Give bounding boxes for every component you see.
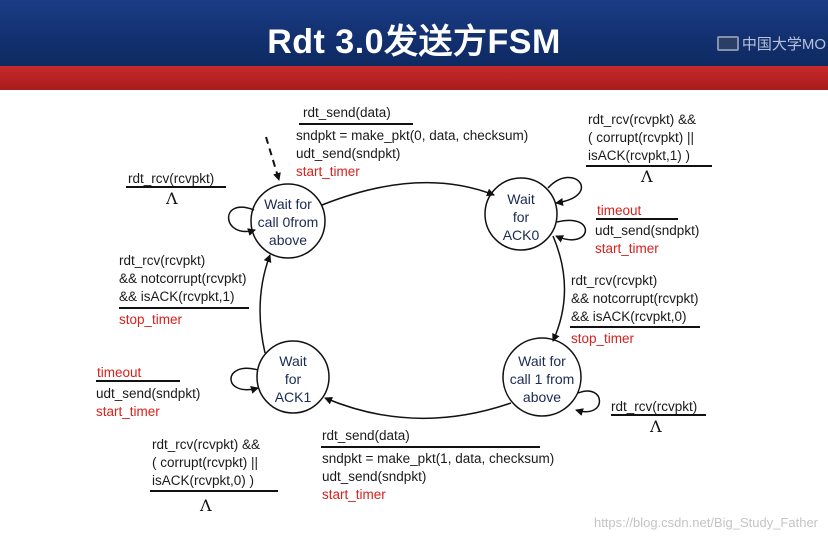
state-wait-ack0-line: for bbox=[512, 209, 530, 225]
state-wait-ack0: Wait for ACK0 bbox=[486, 190, 556, 244]
lambda-a1-corrupt: Λ bbox=[200, 496, 212, 515]
event-c0-self: rdt_rcv(rcvpkt) bbox=[128, 171, 215, 186]
event-a0-to-c1: && isACK(rcvpkt,0) bbox=[571, 309, 687, 324]
timer-c0-to-a0: start_timer bbox=[296, 164, 360, 179]
state-wait-call1-line: call 1 from bbox=[509, 371, 575, 387]
arrow-c0-to-a0 bbox=[321, 181, 495, 206]
state-wait-ack1-line: Wait bbox=[279, 353, 307, 369]
event-a0-corrupt: rdt_rcv(rcvpkt) && bbox=[588, 112, 697, 127]
state-wait-call0-line: above bbox=[268, 232, 308, 248]
event-c1-self: rdt_rcv(rcvpkt) bbox=[611, 399, 698, 414]
title-bar bbox=[0, 0, 828, 66]
initial-arrow bbox=[265, 136, 281, 181]
watermark: https://blog.csdn.net/Big_Study_Father bbox=[593, 515, 818, 530]
action-c1-to-a1: udt_send(sndpkt) bbox=[322, 469, 427, 484]
loop-c0-self bbox=[227, 206, 256, 236]
action-c1-to-a1: sndpkt = make_pkt(1, data, checksum) bbox=[322, 451, 555, 466]
arrow-a0-to-c1 bbox=[552, 235, 566, 342]
event-a1-corrupt: rdt_rcv(rcvpkt) && bbox=[152, 437, 261, 452]
action-a1-timeout: udt_send(sndpkt) bbox=[96, 386, 201, 401]
timer-a1-to-c0: stop_timer bbox=[119, 312, 183, 327]
state-wait-ack1: Wait for ACK1 bbox=[258, 352, 328, 406]
event-a1-to-c0: && notcorrupt(rcvpkt) bbox=[119, 271, 247, 286]
state-wait-call1-line: above bbox=[522, 389, 562, 405]
state-wait-ack0-circle bbox=[484, 177, 558, 251]
state-wait-call0-circle bbox=[250, 183, 326, 259]
event-a1-to-c0: rdt_rcv(rcvpkt) bbox=[119, 253, 206, 268]
state-wait-ack1-circle bbox=[256, 340, 330, 414]
lambda-a0-corrupt: Λ bbox=[641, 167, 653, 186]
event-c1-to-a1: rdt_send(data) bbox=[322, 428, 410, 443]
timer-a1-timeout: start_timer bbox=[96, 404, 160, 419]
timer-a0-timeout: start_timer bbox=[595, 241, 659, 256]
loop-a1-timeout bbox=[230, 367, 259, 394]
event-c0-to-a0: rdt_send(data) bbox=[303, 105, 391, 120]
timer-c1-to-a1: start_timer bbox=[322, 487, 386, 502]
event-a0-timeout: timeout bbox=[597, 203, 642, 218]
state-wait-ack1-line: ACK1 bbox=[274, 389, 312, 405]
mooc-logo: 中国大学MO bbox=[716, 33, 826, 54]
state-wait-call0: Wait for call 0from above bbox=[251, 195, 325, 249]
title-bar-stripe bbox=[0, 66, 828, 90]
event-a1-corrupt: isACK(rcvpkt,0) ) bbox=[152, 473, 255, 488]
arrow-a1-to-c0 bbox=[259, 254, 272, 354]
state-wait-call1: Wait for call 1 from above bbox=[503, 352, 581, 406]
lambda-c0-self: Λ bbox=[166, 189, 178, 208]
lambda-c1-self: Λ bbox=[650, 417, 662, 436]
event-a0-corrupt: ( corrupt(rcvpkt) || bbox=[588, 130, 695, 145]
timer-a0-to-c1: stop_timer bbox=[571, 331, 635, 346]
mooc-logo-text: 中国大学MO bbox=[741, 36, 826, 53]
event-a1-timeout: timeout bbox=[97, 365, 142, 380]
arrow-c1-to-a1 bbox=[324, 397, 512, 419]
event-a0-to-c1: rdt_rcv(rcvpkt) bbox=[571, 273, 658, 288]
state-wait-call1-line: Wait for bbox=[518, 353, 566, 369]
state-wait-ack1-line: for bbox=[284, 371, 302, 387]
state-wait-call1-circle bbox=[502, 337, 582, 417]
state-wait-ack0-line: ACK0 bbox=[502, 227, 540, 243]
loop-c1-self bbox=[575, 390, 601, 416]
action-a0-timeout: udt_send(sndpkt) bbox=[595, 223, 700, 238]
state-wait-call0-line: Wait for bbox=[264, 196, 312, 212]
action-c0-to-a0: sndpkt = make_pkt(0, data, checksum) bbox=[296, 128, 529, 143]
state-wait-call0-line: call 0from bbox=[257, 214, 319, 230]
action-c0-to-a0: udt_send(sndpkt) bbox=[296, 146, 401, 161]
loop-a0-corrupt bbox=[547, 176, 583, 206]
event-a0-to-c1: && notcorrupt(rcvpkt) bbox=[571, 291, 699, 306]
book-icon bbox=[716, 36, 739, 51]
event-a0-corrupt: isACK(rcvpkt,1) ) bbox=[588, 148, 691, 163]
slide-title: Rdt 3.0发送方FSM bbox=[267, 23, 561, 61]
event-a1-to-c0: && isACK(rcvpkt,1) bbox=[119, 289, 235, 304]
loop-a0-timeout bbox=[555, 219, 587, 243]
state-wait-ack0-line: Wait bbox=[507, 191, 535, 207]
event-a1-corrupt: ( corrupt(rcvpkt) || bbox=[152, 455, 259, 470]
